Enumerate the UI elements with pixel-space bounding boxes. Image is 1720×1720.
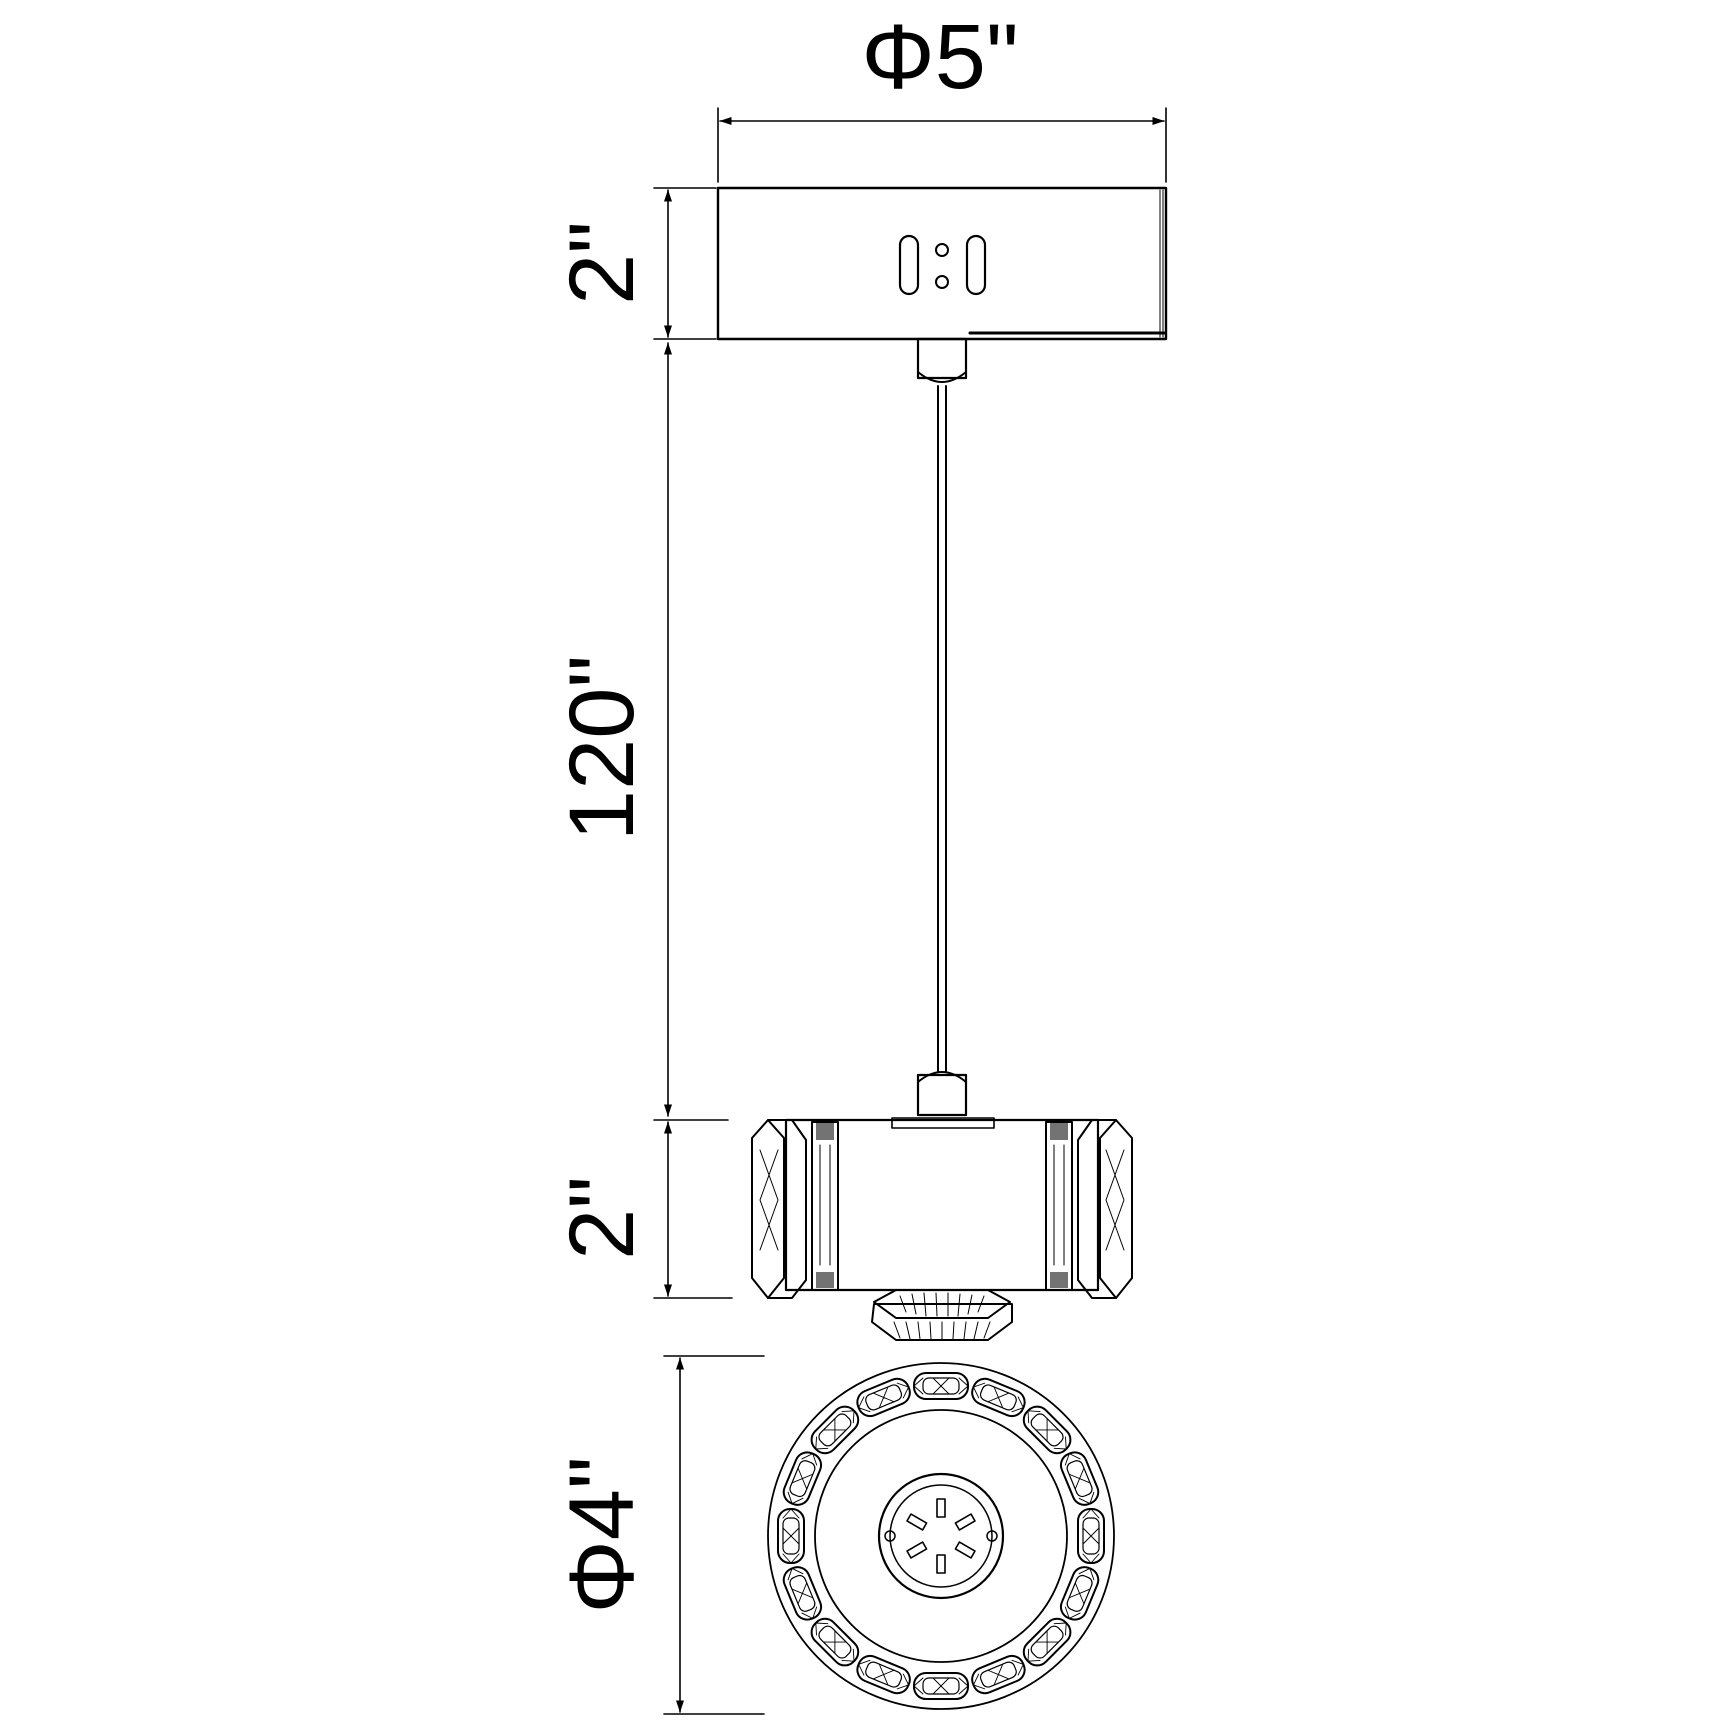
crystal-gem: [805, 1400, 865, 1460]
led-chips: [906, 1498, 976, 1574]
crystal-ring-gems: [777, 1372, 1105, 1700]
led-chip: [906, 1513, 928, 1531]
crystal-gem: [777, 1508, 805, 1564]
canopy-diameter-dimension: Φ5": [717, 6, 1167, 183]
cord-length-label: 120": [551, 655, 653, 841]
cap-screw-right: [986, 1530, 998, 1542]
shade-height-dimension: 2": [551, 1119, 733, 1299]
canopy-height-label: 2": [551, 221, 653, 305]
bottom-diffuser: [871, 1303, 1013, 1341]
shade-diameter-dimension: Φ4": [551, 1355, 765, 1715]
crystal-gem: [1017, 1400, 1077, 1460]
led-chip: [936, 1554, 946, 1574]
center-cap: [877, 1472, 1005, 1600]
shade-top-plate: [891, 1117, 995, 1129]
crystal-right-outer: [1099, 1119, 1133, 1299]
crystal-gem: [1077, 1508, 1105, 1564]
led-chip: [936, 1498, 946, 1518]
cap-screw-left: [884, 1530, 896, 1542]
suspension-cord: [916, 337, 968, 1117]
post-left: [811, 1121, 839, 1291]
canopy-slot-right: [965, 234, 987, 296]
crystal-gem: [913, 1672, 969, 1700]
canopy-height-dimension: 2": [551, 187, 717, 340]
cord-length-dimension: 120": [551, 342, 672, 1117]
canopy-slot-left: [898, 234, 920, 296]
crystal-left-outer: [751, 1119, 785, 1299]
crystal-ring-inner: [814, 1409, 1068, 1663]
canopy-diameter-label: Φ5": [861, 6, 1018, 108]
shade-body: [784, 1118, 1100, 1292]
led-chip: [906, 1541, 928, 1559]
canopy: [716, 186, 1168, 341]
led-chip: [954, 1541, 976, 1559]
crystal-gem: [805, 1612, 865, 1672]
bottom-diffuser-top: [873, 1289, 1011, 1319]
shade-side-view: [751, 1117, 1133, 1341]
shade-diameter-label: Φ4": [551, 1456, 653, 1613]
crystal-gem: [1017, 1612, 1077, 1672]
shade-height-label: 2": [551, 1176, 653, 1260]
post-right: [1045, 1121, 1073, 1291]
led-chip: [954, 1513, 976, 1531]
canopy-screw-top: [935, 243, 949, 257]
crystal-ring-outer: [767, 1362, 1115, 1710]
canopy-screw-bottom: [935, 275, 949, 289]
shade-cord-grip: [916, 1073, 968, 1117]
shade-bottom-view: [767, 1362, 1115, 1710]
canopy-body: [716, 186, 1168, 341]
crystal-gem: [913, 1372, 969, 1400]
canopy-cord-grip: [916, 337, 968, 380]
